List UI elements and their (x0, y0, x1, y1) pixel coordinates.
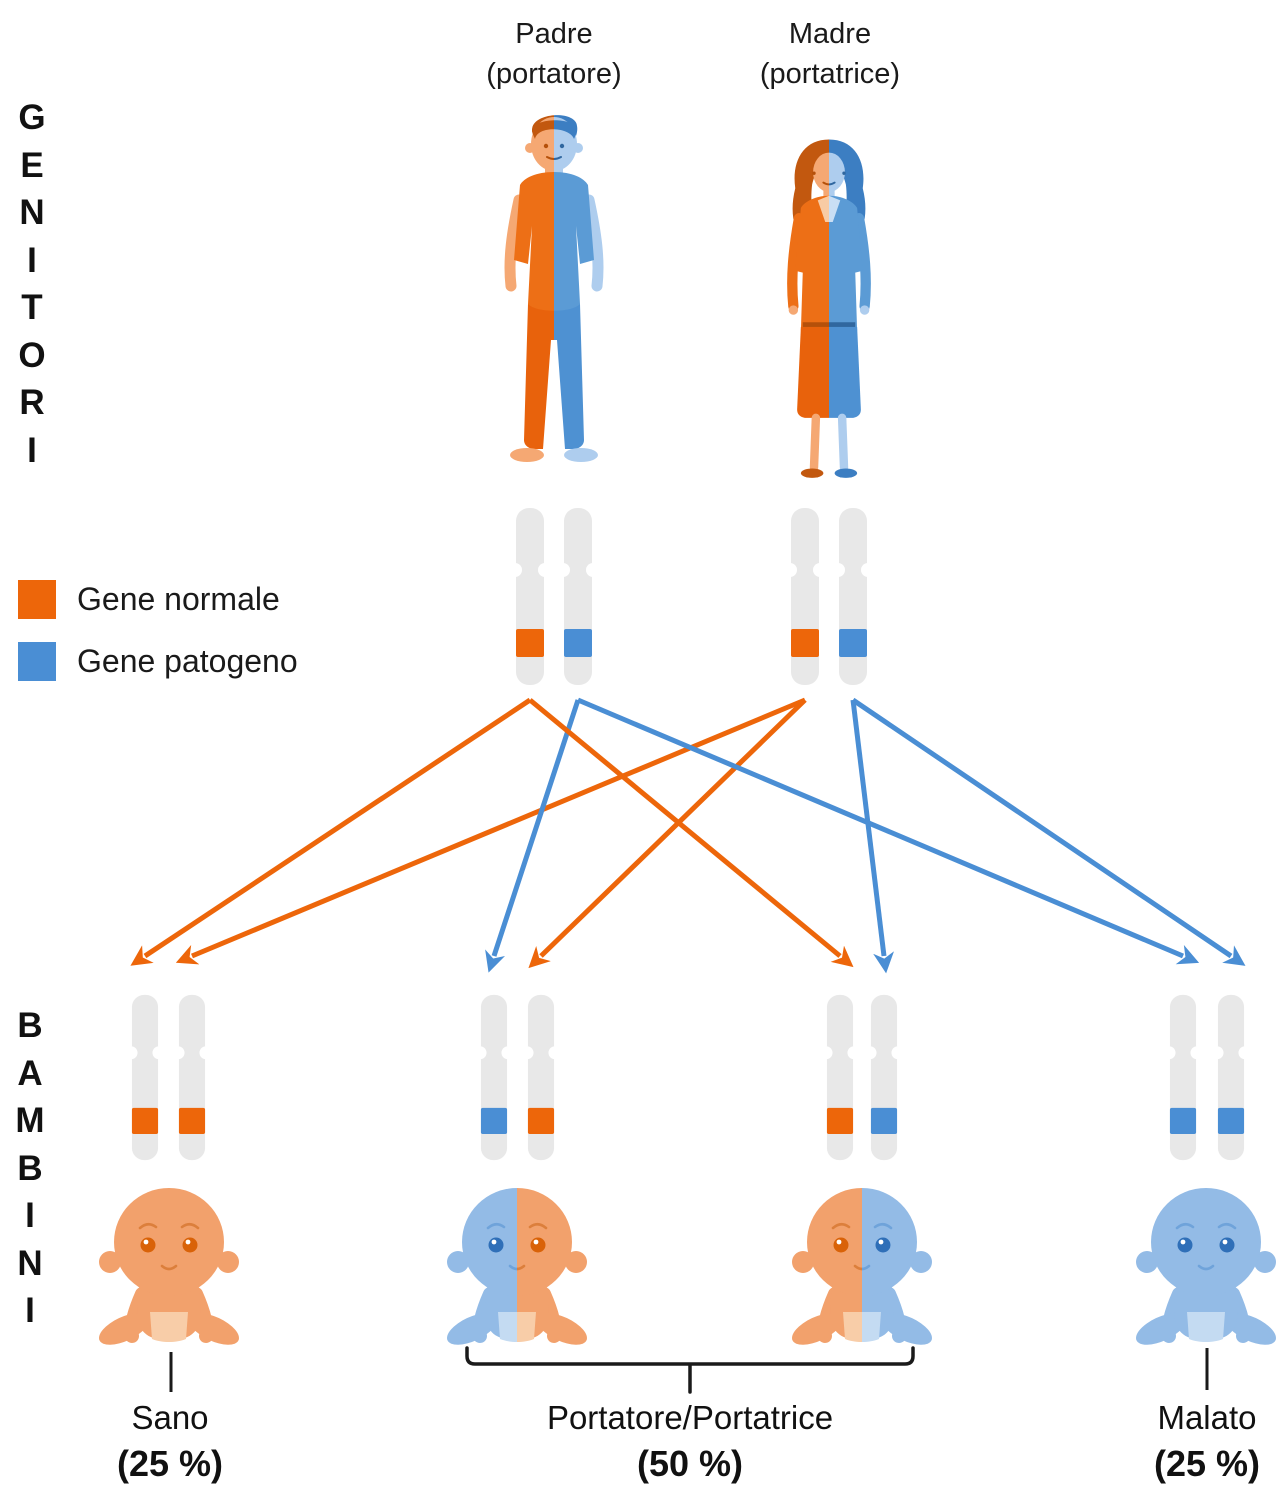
baby-sano (94, 1188, 244, 1347)
inheritance-arrow (175, 697, 806, 965)
outcome-percentage: (25 %) (1153, 1443, 1261, 1484)
inheritance-arrow (577, 697, 1200, 965)
normal-gene-swatch (18, 580, 56, 619)
chromosome (515, 508, 545, 685)
outcome-sano: Sano (25 %) (45, 1396, 295, 1488)
inheritance-arrow (850, 699, 895, 974)
child2-chromosome-pair (480, 994, 555, 1161)
chromosome (527, 994, 555, 1161)
inheritance-arrow (130, 697, 532, 966)
inheritance-arrow (485, 699, 581, 973)
legend-item-normal: Gene normale (18, 580, 298, 619)
outcome-label: Sano (131, 1399, 209, 1436)
baby-malato (1131, 1188, 1281, 1347)
chromosome (826, 994, 854, 1161)
child3-chromosome-pair (826, 994, 898, 1161)
mother-chromosome-pair (790, 508, 868, 685)
outcome-label: Malato (1157, 1399, 1257, 1436)
father-label: Padre (portatore) (414, 14, 694, 94)
father-figure (509, 115, 599, 462)
child1-chromosome-pair (131, 994, 206, 1161)
child4-chromosome-pair (1169, 994, 1245, 1161)
mother-title: Madre (788, 18, 872, 50)
mother-subtitle: (portatrice) (759, 58, 901, 90)
father-subtitle: (portatore) (486, 58, 622, 90)
inheritance-arrow (528, 698, 854, 968)
outcome-portatore: Portatore/Portatrice (50 %) (440, 1396, 940, 1488)
father-chromosome-pair (515, 508, 593, 685)
pathogenic-gene-swatch (18, 642, 56, 681)
chromosome (131, 994, 159, 1161)
chromosome (870, 994, 898, 1161)
inheritance-arrow (851, 697, 1246, 966)
outcome-percentage: (25 %) (116, 1443, 224, 1484)
outcome-label: Portatore/Portatrice (546, 1399, 834, 1436)
baby-portatore-1 (442, 1188, 592, 1347)
portatore-bracket (465, 1346, 915, 1394)
mother-figure (788, 139, 870, 478)
chromosome (1217, 994, 1245, 1161)
legend-label: Gene patogeno (77, 643, 298, 679)
outcome-malato: Malato (25 %) (1082, 1396, 1282, 1488)
legend: Gene normale Gene patogeno (18, 580, 298, 704)
chromosome (480, 994, 508, 1161)
chromosome (563, 508, 593, 685)
legend-label: Gene normale (77, 581, 280, 617)
outcome-percentage: (50 %) (636, 1443, 744, 1484)
chromosome (838, 508, 868, 685)
legend-item-pathogenic: Gene patogeno (18, 642, 298, 681)
mother-label: Madre (portatrice) (690, 14, 970, 94)
father-title: Padre (515, 18, 593, 50)
baby-portatore-2 (787, 1188, 937, 1347)
chromosome (178, 994, 206, 1161)
inheritance-arrow (528, 698, 807, 969)
inheritance-arrows (130, 697, 1246, 974)
chromosome (1169, 994, 1197, 1161)
chromosome (790, 508, 820, 685)
